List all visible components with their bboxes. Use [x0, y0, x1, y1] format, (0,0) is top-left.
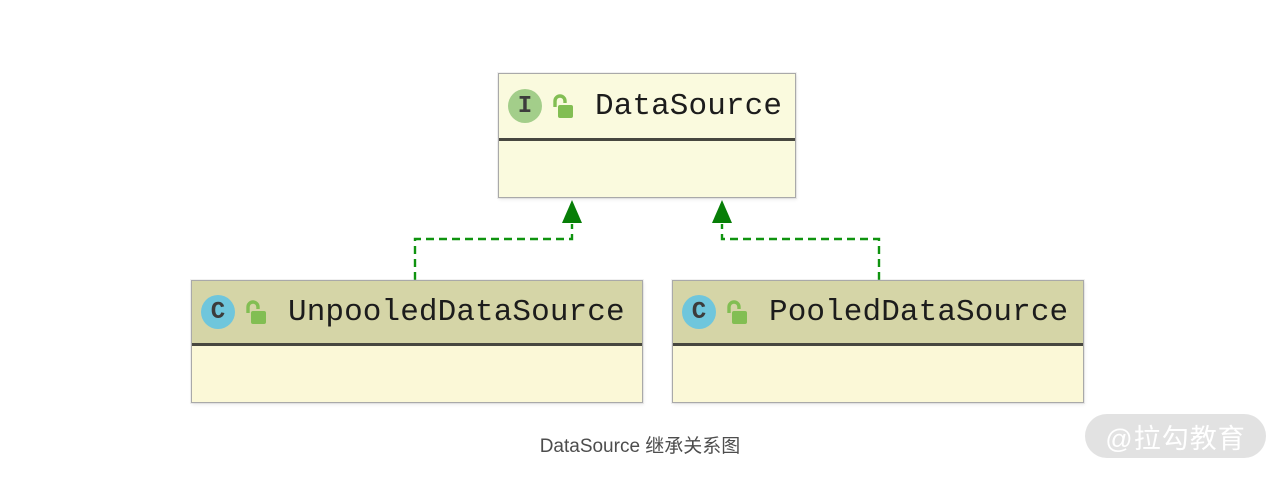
uml-node-name: PooledDataSource: [769, 294, 1069, 330]
uml-node-pooleddatasource: C PooledDataSource: [672, 280, 1084, 403]
uml-compartment-divider: [673, 343, 1083, 346]
watermark-badge: @拉勾教育: [1085, 414, 1266, 458]
public-unlock-icon: [246, 299, 266, 324]
uml-node-unpooleddatasource: C UnpooledDataSource: [191, 280, 643, 403]
uml-node-datasource: I DataSource: [498, 73, 796, 198]
public-unlock-icon: [553, 93, 573, 118]
uml-node-members-compartment: [192, 346, 642, 402]
uml-node-name: DataSource: [595, 88, 783, 124]
uml-node-header: C PooledDataSource: [673, 281, 1083, 343]
uml-node-name: UnpooledDataSource: [288, 294, 625, 330]
uml-compartment-divider: [192, 343, 642, 346]
uml-node-header: I DataSource: [499, 74, 795, 138]
interface-badge-icon: I: [508, 89, 542, 123]
uml-node-header: C UnpooledDataSource: [192, 281, 642, 343]
class-badge-icon: C: [201, 295, 235, 329]
class-badge-icon: C: [682, 295, 716, 329]
public-unlock-icon: [727, 299, 747, 324]
uml-compartment-divider: [499, 138, 795, 141]
implements-arrow-unpooled-to-datasource: [413, 200, 582, 280]
uml-node-members-compartment: [673, 346, 1083, 402]
implements-arrow-pooled-to-datasource: [712, 200, 881, 280]
uml-node-members-compartment: [499, 141, 795, 197]
diagram-caption: DataSource 继承关系图: [539, 436, 741, 457]
